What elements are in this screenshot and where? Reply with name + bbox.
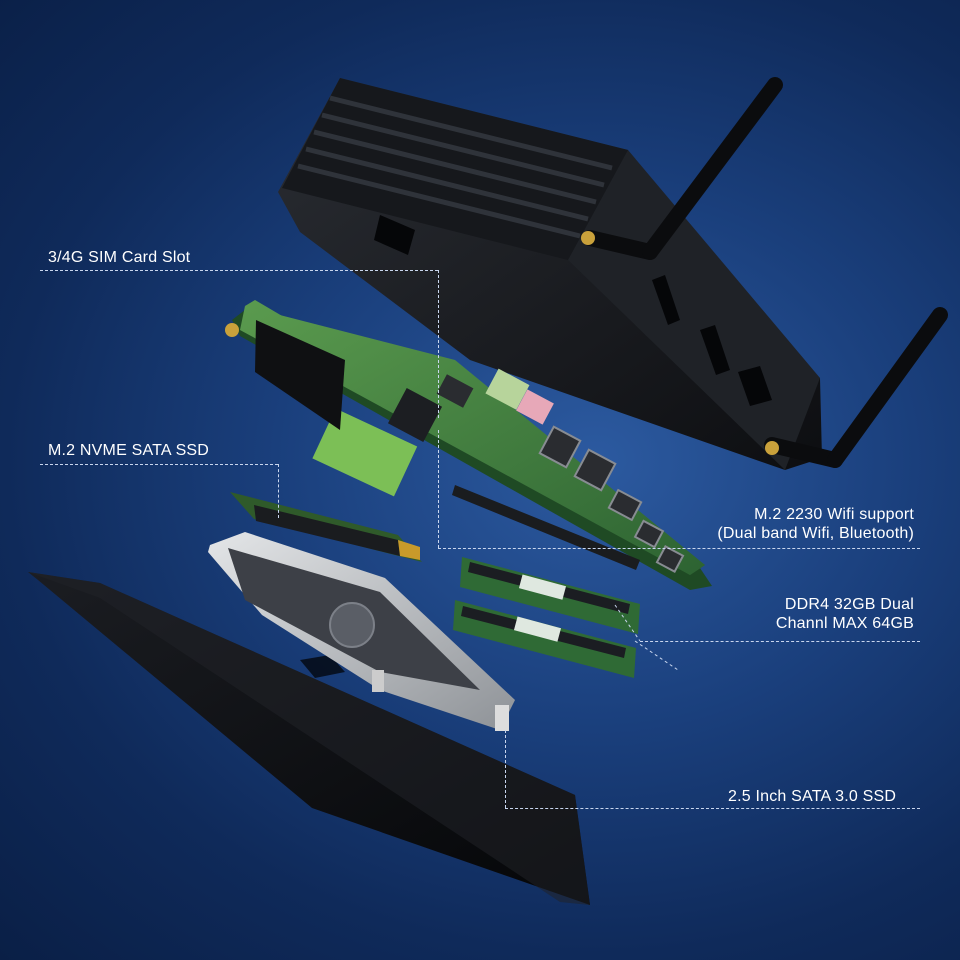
ddr4-line2: Channl MAX 64GB [775,615,914,632]
nvme-ssd-label: M.2 NVME SATA SSD [48,442,210,459]
sata-ssd-leader-v [505,730,506,808]
sata-ssd-tray [208,532,515,731]
fanless-enclosure [278,78,822,470]
sim-slot-leader-h [40,270,438,271]
sim-slot-label: 3/4G SIM Card Slot [48,249,191,266]
sata-ssd-label: 2.5 Inch SATA 3.0 SSD [728,788,897,805]
wifi-support-label: M.2 2230 Wifi support (Dual band Wifi, B… [717,505,914,543]
wifi-support-line2: (Dual band Wifi, Bluetooth) [717,525,914,542]
ddr4-leader-diagonals [614,604,679,671]
wifi-antennas [581,77,948,468]
ddr4-ram-modules [453,557,640,678]
sim-slot-leader-v [438,270,439,418]
ddr4-line1: DDR4 32GB Dual [784,596,914,613]
ddr4-leader-h [640,641,920,642]
ddr4-label: DDR4 32GB Dual Channl MAX 64GB [776,595,914,633]
motherboard-pcb [225,300,712,590]
nvme-ssd-leader-v [278,464,279,518]
bottom-plate [28,572,590,905]
wifi-support-line1: M.2 2230 Wifi support [754,506,914,523]
sata-ssd-leader-h [505,808,920,809]
nvme-ssd-leader-h [40,464,278,465]
wifi-leader-v [438,430,439,548]
wifi-leader-h [438,548,920,549]
